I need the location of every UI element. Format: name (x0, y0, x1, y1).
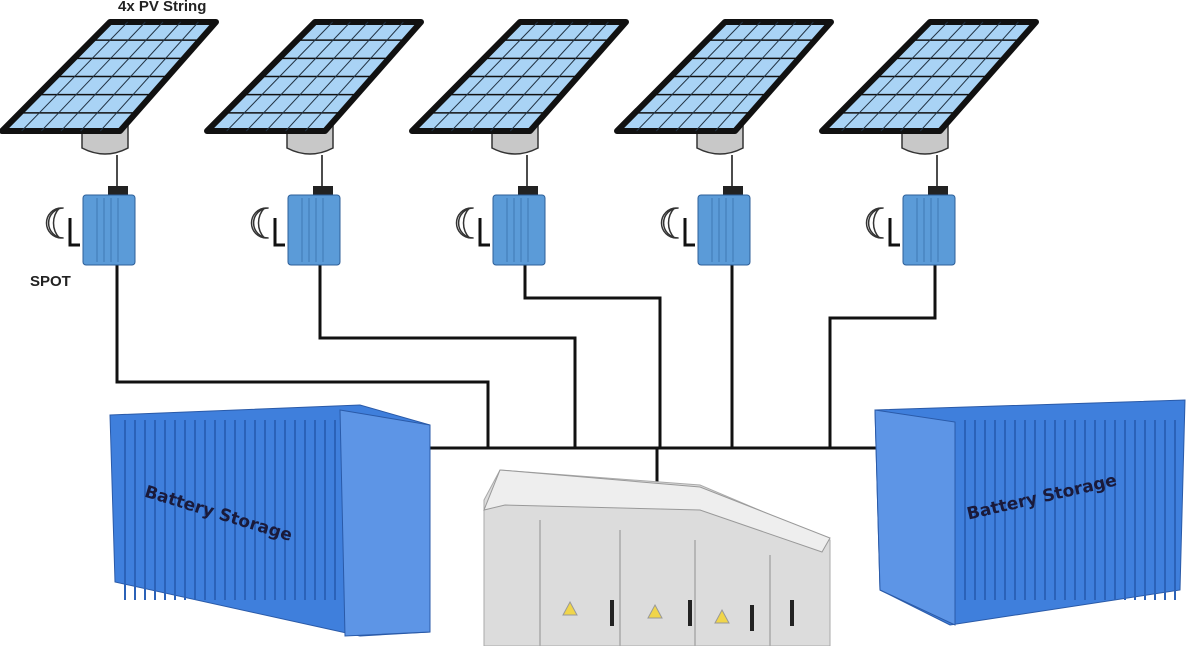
spot-connector (928, 186, 948, 196)
panel-grid-col (841, 21, 949, 132)
wire-5 (828, 265, 937, 448)
panel-grid-col (60, 21, 164, 132)
spot-connector (723, 186, 743, 196)
panel-grid-col (509, 21, 609, 132)
wireless-signal-icon (462, 207, 470, 239)
warning-icon (647, 603, 663, 619)
battery-container-right (874, 399, 1186, 626)
panel-grid-col (265, 21, 369, 132)
spot-optimizer (697, 194, 751, 266)
panel-grid-col (245, 21, 351, 132)
wire-1 (115, 265, 490, 448)
wire-2 (318, 265, 577, 448)
spot-connector (313, 186, 333, 196)
cabinet-handle (790, 600, 794, 626)
inverter-cabinet (483, 469, 831, 646)
panel-grid-col (21, 21, 129, 132)
wireless-signal-icon (257, 207, 265, 239)
wireless-signal-icon (660, 207, 677, 239)
pv-string-label: 4x PV String (118, 0, 207, 15)
wire-3 (523, 265, 662, 448)
panel-grid-col (304, 21, 404, 132)
panel-grid-col (880, 21, 984, 132)
panel-grid-col (99, 21, 199, 132)
spot-optimizer (492, 194, 546, 266)
cabinet-handle (688, 600, 692, 626)
spot-label: SPOT (30, 273, 71, 290)
pv-unit-2 (204, 19, 424, 266)
warning-icon (714, 608, 730, 624)
pv-unit-1 (0, 19, 219, 266)
container-door-end (874, 409, 956, 626)
antenna-icon (68, 218, 80, 247)
pv-unit-5 (819, 19, 1039, 266)
antenna-icon (273, 218, 285, 247)
antenna-icon (478, 218, 490, 247)
battery-container-left (109, 404, 431, 637)
spot-optimizer (82, 194, 136, 266)
panel-grid-col (860, 21, 966, 132)
cabinet-roof (483, 469, 831, 553)
spot-connector (518, 186, 538, 196)
spot-optimizer (287, 194, 341, 266)
panel-grid-col (450, 21, 556, 132)
panel-grid-col (40, 21, 146, 132)
panel-grid-col (636, 21, 744, 132)
antenna-icon (683, 218, 695, 247)
wireless-signal-icon (455, 207, 472, 239)
wireless-signal-icon (52, 207, 60, 239)
pv-unit-3 (409, 19, 629, 266)
panel-grid-col (714, 21, 814, 132)
panel-grid-col (900, 21, 1002, 132)
panel-grid-col (285, 21, 387, 132)
panel-grid-col (919, 21, 1019, 132)
panel-grid-col (490, 21, 592, 132)
wireless-signal-icon (250, 207, 267, 239)
panel-grid-col (655, 21, 761, 132)
spot-optimizer (902, 194, 956, 266)
panel-grid-col (226, 21, 334, 132)
panel-grid-col (695, 21, 797, 132)
warning-icon (562, 600, 578, 616)
panel-grid-col (80, 21, 182, 132)
antenna-icon (888, 218, 900, 247)
cabinet-handle (750, 605, 754, 631)
spot-connector (108, 186, 128, 196)
panel-grid-col (470, 21, 574, 132)
pv-unit-4 (614, 19, 834, 266)
wireless-signal-icon (865, 207, 882, 239)
container-door-end (339, 409, 431, 637)
cabinet-handle (610, 600, 614, 626)
wireless-signal-icon (667, 207, 675, 239)
panel-grid-col (675, 21, 779, 132)
wireless-signal-icon (45, 207, 62, 239)
panel-grid-col (431, 21, 539, 132)
wireless-signal-icon (872, 207, 880, 239)
